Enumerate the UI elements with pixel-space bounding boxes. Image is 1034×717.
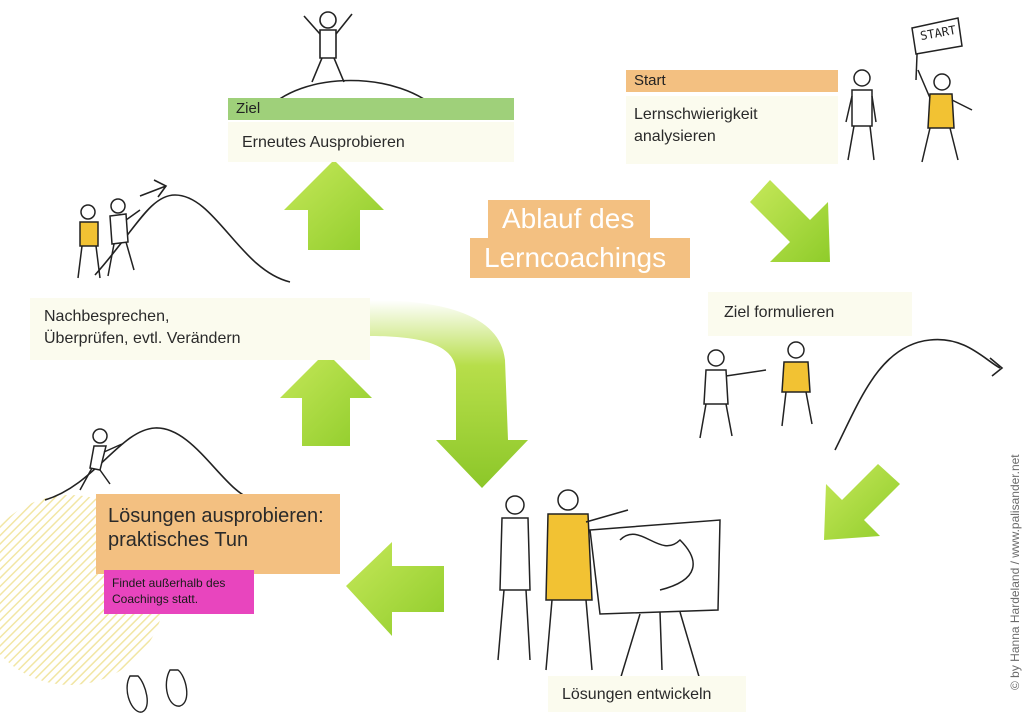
ziel-formulieren-text: Ziel formulieren bbox=[724, 304, 835, 321]
title-line-1: Ablauf des bbox=[502, 203, 635, 234]
ausprobieren-line2: praktisches Tun bbox=[108, 529, 249, 551]
hill-right-arrowhead bbox=[989, 357, 1004, 377]
title-bg-2 bbox=[470, 238, 690, 278]
start-text-line1: Lernschwierigkeit bbox=[634, 106, 758, 123]
ausprobieren-note: Findet außerhalb des Coachings statt. bbox=[104, 570, 254, 614]
note-line2: Coachings statt. bbox=[112, 592, 199, 606]
arrow-down-right-top bbox=[750, 180, 830, 262]
arrow-up-top bbox=[284, 160, 384, 250]
figures-left-hill bbox=[77, 198, 141, 279]
note-line1: Findet außerhalb des bbox=[112, 576, 226, 590]
entwickeln-box: Lösungen entwickeln bbox=[548, 676, 746, 712]
hill-right bbox=[834, 338, 1001, 451]
figures-loesungen-entwickeln bbox=[497, 489, 721, 681]
arrow-up-left bbox=[280, 352, 372, 446]
title-line-2: Lerncoachings bbox=[484, 242, 667, 273]
hill-bottom-left bbox=[44, 427, 256, 501]
credit-text: © by Hanna Hardeland / www.palisander.ne… bbox=[1008, 454, 1022, 690]
nachbesprechen-line2: Überprüfen, evtl. Verändern bbox=[44, 330, 241, 347]
arrow-down-left-right bbox=[824, 464, 900, 540]
nachbesprechen-line1: Nachbesprechen, bbox=[44, 308, 170, 325]
title-bg-1 bbox=[488, 200, 650, 238]
start-box: Lernschwierigkeit analysieren bbox=[626, 96, 838, 164]
figure-bottom-hill bbox=[79, 428, 123, 491]
nachbesprechen-box: Nachbesprechen, Überprüfen, evtl. Veränd… bbox=[30, 298, 370, 360]
start-tag: Start bbox=[626, 70, 838, 92]
figures-start bbox=[845, 17, 973, 163]
ziel-box: Erneutes Ausprobieren bbox=[228, 122, 514, 162]
ziel-text: Erneutes Ausprobieren bbox=[242, 134, 405, 151]
small-arrow-left bbox=[139, 179, 168, 198]
ausprobieren-box: Lösungen ausprobieren: praktisches Tun bbox=[96, 494, 340, 574]
arrow-left-bottom bbox=[346, 542, 444, 636]
figure-top-hill bbox=[303, 11, 353, 83]
ausprobieren-line1: Lösungen ausprobieren: bbox=[108, 505, 324, 527]
arrow-curved bbox=[368, 300, 528, 488]
start-text-line2: analysieren bbox=[634, 128, 716, 145]
entwickeln-text: Lösungen entwickeln bbox=[562, 686, 712, 703]
footprints bbox=[126, 669, 188, 713]
ziel-tag: Ziel bbox=[228, 98, 514, 120]
figures-ziel-formulieren bbox=[699, 341, 813, 439]
ziel-formulieren-box: Ziel formulieren bbox=[708, 292, 912, 336]
